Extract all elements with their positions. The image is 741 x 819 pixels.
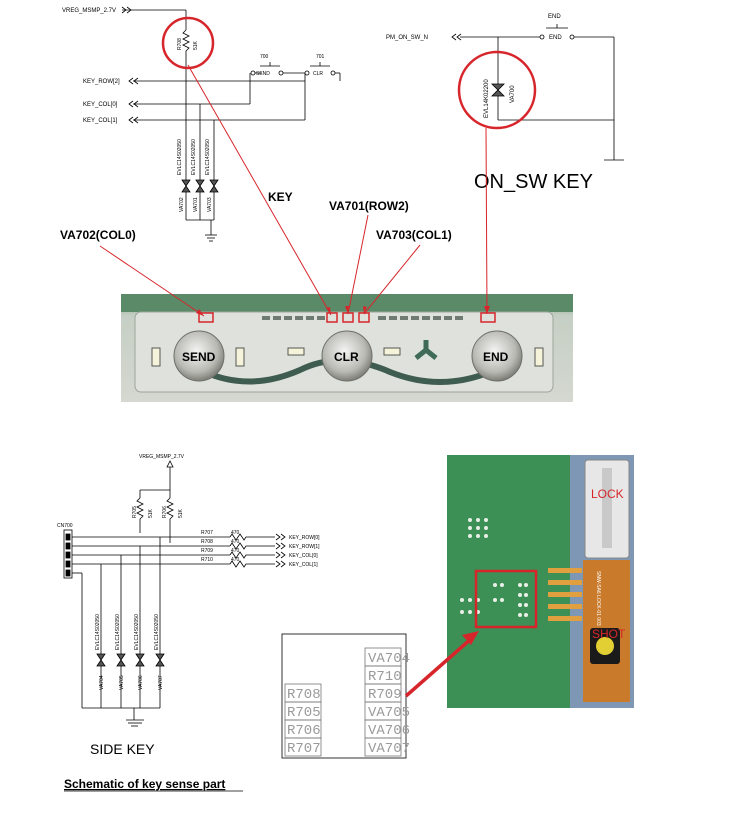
connector-cn700: CN700 — [57, 523, 73, 529]
series-ref-r707: R707 — [201, 530, 213, 536]
net-key-col1-side: KEY_COL[1] — [289, 562, 318, 568]
net-key-col1: KEY_COL[1] — [83, 118, 118, 124]
callout-arrowheads-top — [196, 306, 490, 316]
on-sw-schematic — [451, 24, 624, 161]
callout-va701: VA701(ROW2) — [329, 199, 409, 213]
switch-clr-ref: 701 — [316, 54, 325, 60]
switch-send-label: SEND — [256, 71, 270, 77]
varistor-ref-2: VA701 — [193, 197, 199, 212]
series-ref-r708: R708 — [201, 539, 213, 545]
side-photo-lock: LOCK — [591, 487, 624, 501]
side-photo — [447, 455, 634, 708]
layout-va704: VA704 — [368, 651, 410, 667]
resistor-ref-top: R708 — [177, 38, 183, 50]
varistor-ref-va705: VA705 — [119, 675, 125, 690]
varistor-ref-va706: VA706 — [138, 675, 144, 690]
keypad-key-end: END — [483, 350, 509, 364]
layout-r708: R708 — [287, 687, 321, 703]
varistor-part-va705: EVLC14S02050 — [115, 614, 121, 650]
callout-va703: VA703(COL1) — [376, 228, 452, 242]
side-key-title: SIDE KEY — [90, 741, 155, 757]
varistor-ref-va707: VA707 — [158, 675, 164, 690]
series-value-r708: 470 — [231, 539, 240, 545]
series-ref-r709: R709 — [201, 548, 213, 554]
net-key-row1: KEY_ROW[1] — [289, 544, 320, 550]
varistor-part-va707: EVLC14S02050 — [154, 614, 160, 650]
pullup-value-r705: 51K — [148, 508, 154, 518]
end-switch-label: END — [548, 14, 561, 20]
end-switch-pin: END — [549, 35, 562, 41]
varistor-ref-3: VA703 — [207, 197, 213, 212]
varistor-ref-va704: VA704 — [99, 675, 105, 690]
pullup-value-r706: 51K — [178, 508, 184, 518]
photo-pointer-arrow — [404, 636, 474, 698]
photo-pointer-arrowhead — [462, 631, 479, 645]
net-key-col0-side: KEY_COL[0] — [289, 553, 318, 559]
layout-r709: R709 — [368, 687, 402, 703]
series-value-r709: 470 — [231, 548, 240, 554]
side-photo-shot: SHOT — [592, 627, 626, 641]
pullup-ref-r705: R705 — [132, 506, 138, 518]
layout-va707: VA707 — [368, 741, 410, 757]
net-key-row2: KEY_ROW[2] — [83, 79, 120, 85]
highlight-circle-resistor — [161, 16, 215, 70]
net-key-col0: KEY_COL[0] — [83, 102, 118, 108]
callout-leaders-top — [99, 64, 488, 317]
varistor-part-va700: EVL14K02200 — [484, 79, 490, 118]
switch-send-ref: 700 — [260, 54, 269, 60]
side-schematic — [63, 460, 286, 727]
on-sw-title: ON_SW KEY — [474, 171, 593, 193]
varistor-ref-va700: VA700 — [510, 85, 516, 103]
layout-va706: VA706 — [368, 723, 410, 739]
layout-r706: R706 — [287, 723, 321, 739]
highlight-circle-va700 — [457, 50, 537, 130]
key-label: KEY — [268, 190, 293, 204]
vreg-label-top: VREG_MSMP_2.7V — [62, 8, 116, 14]
varistor-part-3: EVLC14S02050 — [205, 139, 211, 175]
net-key-row0: KEY_ROW[0] — [289, 535, 320, 541]
resistor-value-top: 51K — [193, 40, 199, 50]
layout-r710: R710 — [368, 669, 402, 685]
varistor-part-va706: EVLC14S02050 — [134, 614, 140, 650]
vreg-label-side: VREG_MSMP_2.7V — [139, 454, 185, 460]
keypad-photo — [121, 294, 573, 402]
caption: Schematic of key sense part — [64, 777, 225, 791]
layout-va705: VA705 — [368, 705, 410, 721]
pullup-ref-r706: R706 — [162, 506, 168, 518]
net-pm-on-sw: PM_ON_SW_N — [386, 35, 428, 41]
layout-r705: R705 — [287, 705, 321, 721]
series-ref-r710: R710 — [201, 557, 213, 563]
side-photo-fpc-text: SNW-SA6 LOCK-01 003 — [595, 571, 601, 626]
switch-clr-label: CLR — [313, 71, 323, 77]
series-value-r710: 470 — [231, 557, 240, 563]
series-value-r707: 470 — [231, 530, 240, 536]
varistor-part-2: EVLC14S02050 — [191, 139, 197, 175]
varistor-ref-1: VA702 — [179, 197, 185, 212]
varistor-part-va704: EVLC14S02050 — [95, 614, 101, 650]
keypad-key-send: SEND — [182, 350, 216, 364]
top-schematic — [121, 6, 341, 242]
layout-r707: R707 — [287, 741, 321, 757]
callout-va702: VA702(COL0) — [60, 228, 136, 242]
keypad-key-clr: CLR — [334, 350, 359, 364]
varistor-part-1: EVLC14S02050 — [177, 139, 183, 175]
